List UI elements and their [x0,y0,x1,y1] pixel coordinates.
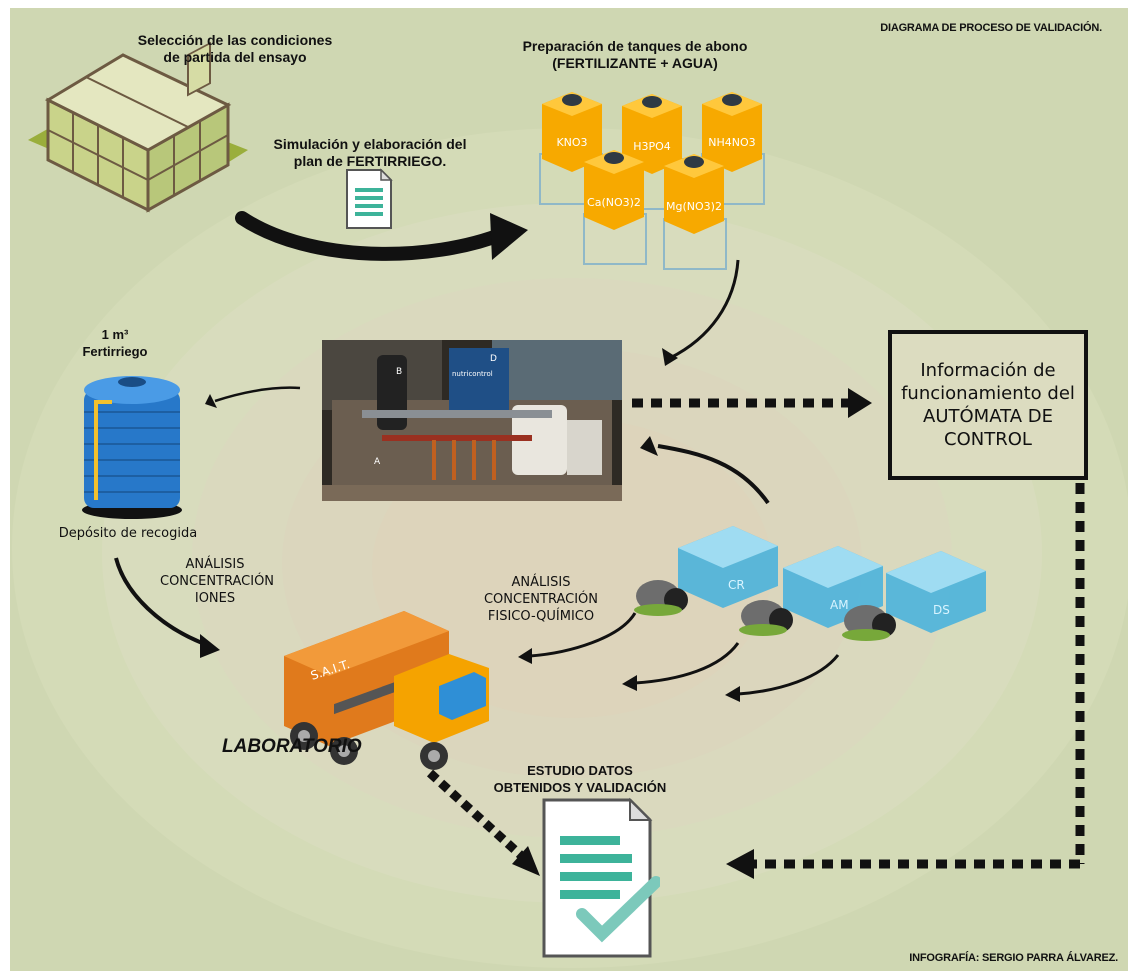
aquarium-label: DS [933,603,950,617]
automaton-info-box: Información de funcionamiento del AUTÓMA… [888,330,1088,480]
photo-label-b: B [396,367,403,377]
ion-analysis-label: ANÁLISIS CONCENTRACIÓN IONES [160,557,275,606]
tank-label: H3PO4 [633,140,671,153]
fertilizer-tanks [539,92,765,270]
tank-label: KNO3 [556,136,588,149]
photo-label-a: A [374,457,381,467]
study-label: ESTUDIO DATOS OBTENIDOS Y VALIDACIÓN [493,763,667,795]
tanks-prep-label: Preparación de tanques de abono (FERTILI… [522,38,748,71]
pump-icon [634,580,688,616]
tank-mg [664,154,724,234]
collection-tank-icon [82,376,182,519]
pump-icon [842,605,896,641]
tank-knO3 [542,92,602,172]
aquarium-ds [842,551,986,641]
tank-nh4no3 [702,92,762,172]
checklist-document-icon [542,797,660,958]
start-conditions-label: Selección de las condiciones de partida … [137,32,333,65]
aquarium-label: AM [830,598,849,612]
aquarium-cr [634,526,778,616]
physchem-analysis-label: ANÁLISIS CONCENTRACIÓN FISICO-QUÍMICO [483,575,599,624]
photo-brand-label: nutricontrol [452,370,493,378]
collection-volume-label: 1 m³ Fertirriego [82,327,148,359]
control-rig-photo: B D nutricontrol A [322,340,622,501]
tank-label: Mg(NO3)2 [666,200,722,213]
collection-tank-label: Depósito de recogida [58,526,198,541]
pump-icon [739,600,793,636]
aquarium-label: CR [728,578,745,592]
infographic-canvas: DIAGRAMA DE PROCESO DE VALIDACIÓN. INFOG… [10,8,1128,971]
simulation-label: Simulación y elaboración del plan de FER… [273,136,467,169]
laboratory-label: LABORATORIO [222,736,362,757]
document-icon [346,168,393,229]
diagram-title: DIAGRAMA DE PROCESO DE VALIDACIÓN. [880,22,1102,34]
tank-h3po4 [622,94,682,174]
aquariums-group [634,526,986,641]
tank-ca [584,150,644,230]
tank-label: NH4NO3 [708,136,756,149]
automaton-info-label: Información de funcionamiento del AUTÓMA… [901,360,1075,450]
credit-text: INFOGRAFÍA: SERGIO PARRA ÁLVAREZ. [909,952,1118,964]
truck-icon [284,611,489,770]
tank-label: Ca(NO3)2 [587,196,641,209]
greenhouse-icon [28,41,248,213]
photo-label-d: D [490,354,497,364]
